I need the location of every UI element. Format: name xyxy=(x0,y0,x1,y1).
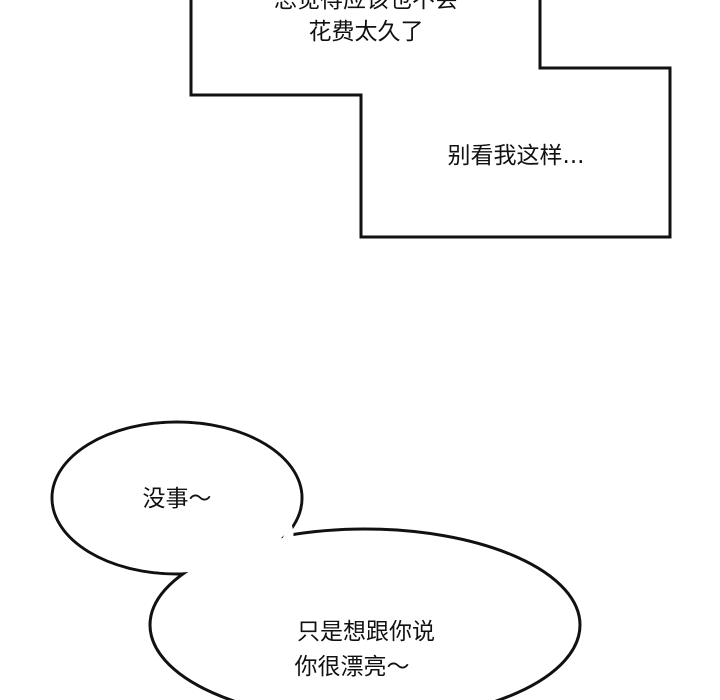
caption-line-2: 花费太久了 xyxy=(308,19,424,45)
bubble-2-line-2: 你很漂亮～ xyxy=(294,654,410,680)
bubble-1-text: 没事～ xyxy=(142,486,212,512)
speech-bubble-2-outline xyxy=(148,527,582,700)
speech-bubble-1-fill xyxy=(53,423,301,573)
bubble-joint xyxy=(282,520,294,541)
caption-second: 别看我这样... xyxy=(447,143,585,169)
caption-box-outline xyxy=(189,0,672,239)
bubble-2-line-1: 只是想跟你说 xyxy=(297,619,435,645)
caption-line-1: 总觉得应该也不会 xyxy=(274,0,458,13)
